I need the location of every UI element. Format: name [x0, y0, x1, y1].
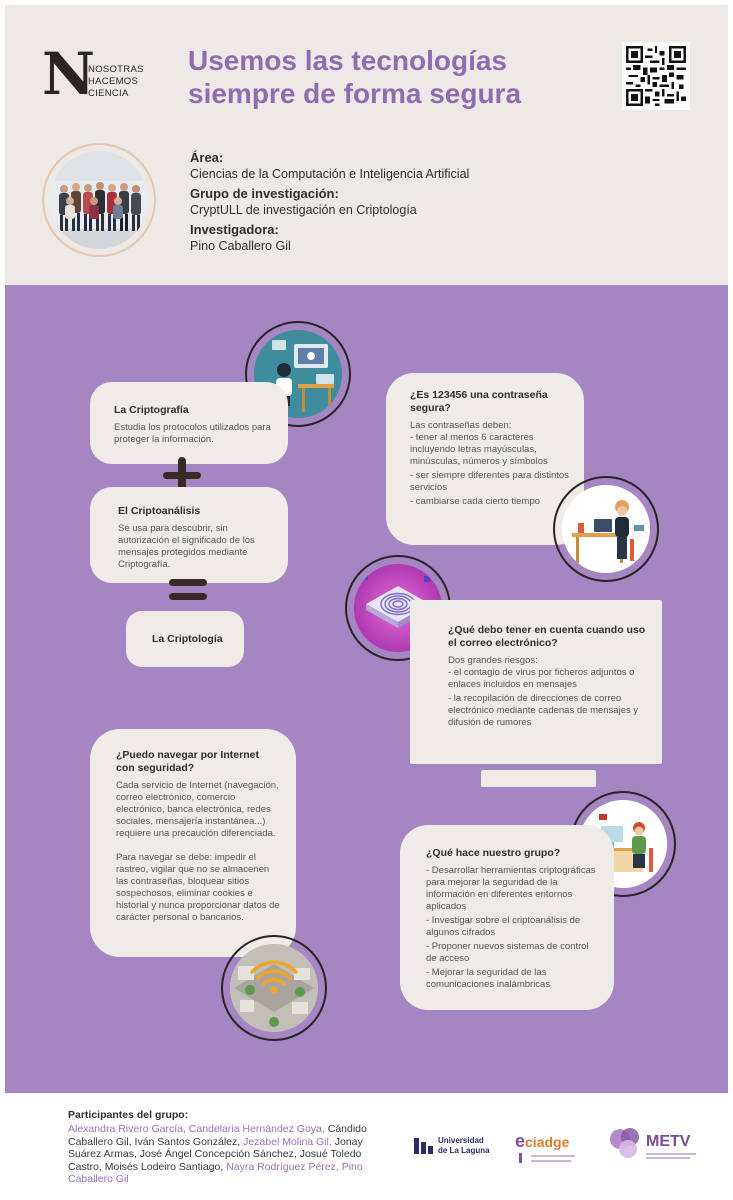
participants-text-2: Jonay Suárez Armas, José Ángel Concepció… — [68, 1135, 363, 1173]
criptografia-text: Estudia los protocolos utilizados para p… — [114, 422, 271, 445]
card-internet: ¿Puedo navegar por Internet con segurida… — [90, 729, 296, 957]
card-criptologia: La Criptología — [126, 611, 244, 667]
researcher-label: Investigadora: — [190, 222, 279, 237]
metv-logo-icon — [610, 1128, 639, 1158]
criptoanalisis-text: Se usa para descubrir, sin autorización … — [118, 523, 255, 570]
area-value: Ciencias de la Computación e Inteligenci… — [190, 167, 470, 181]
researcher-value: Pino Caballero Gil — [190, 239, 291, 253]
group-item-1: - Desarrollar herramientas criptográfica… — [426, 865, 596, 912]
group-photo-frame — [42, 143, 156, 257]
participants-highlight-2: Jezabel Molina Gil, — [243, 1135, 332, 1148]
metv-logo: METV — [608, 1125, 708, 1165]
group-label: Grupo de investigación: — [190, 186, 339, 201]
title-line1: Usemos las tecnologías — [188, 45, 508, 76]
brand-line1: NOSOTRAS — [88, 64, 144, 75]
project-info: Área: Ciencias de la Computación e Intel… — [190, 150, 610, 258]
criptografia-title: La Criptografía — [114, 404, 189, 416]
title-line2: siempre de forma segura — [188, 78, 522, 109]
email-intro: Dos grandes riesgos: — [448, 655, 538, 666]
participants-highlight-3: Nayra Rodríguez Pérez, Pino Caballero Gi… — [68, 1160, 363, 1186]
ull-logo-line1: Universidad — [438, 1136, 484, 1145]
ciadge-logo-e: e — [515, 1131, 526, 1151]
card-criptoanalisis: El Criptoanálisis Se usa para descubrir,… — [90, 487, 288, 583]
email-item-1: - el contagio de virus por ficheros adju… — [448, 667, 635, 690]
group-item-3: - Proponer nuevos sistemas de control de… — [426, 941, 589, 964]
metv-logo-text: METV — [646, 1133, 691, 1150]
equals-icon — [169, 579, 207, 586]
brand-logo: N NOSOTRAS HACEMOS CIENCIA — [42, 45, 172, 105]
ciadge-logo-subline — [531, 1155, 575, 1157]
email-list: - el contagio de virus por ficheros adju… — [448, 667, 648, 729]
metv-logo-subline-2 — [646, 1157, 690, 1159]
group-card-title: ¿Qué hace nuestro grupo? — [426, 847, 561, 859]
group-item-4: - Mejorar la seguridad de las comunicaci… — [426, 967, 551, 990]
wifi-city-icon — [230, 944, 318, 1032]
ull-logo-line2: de La Laguna — [438, 1146, 490, 1155]
card-criptografia: La Criptografía Estudia los protocolos u… — [90, 382, 288, 464]
illustration-ring-computer — [245, 321, 351, 427]
ciadge-logo: eciadge — [515, 1131, 575, 1163]
internet-p1: Cada servicio de Internet (navegación, c… — [116, 780, 279, 839]
illustration-ring-desk — [553, 476, 659, 582]
participants-text-1: Cándido Caballero Gil, Iván Santos Gonzá… — [68, 1123, 367, 1148]
criptologia-title: La Criptología — [152, 633, 223, 645]
password-item-3: - cambiarse cada cierto tiempo — [410, 496, 540, 507]
participants-label: Participantes del grupo: — [68, 1109, 189, 1121]
brand-letter: N — [42, 40, 96, 108]
area-label: Área: — [190, 150, 224, 165]
equals-icon-bottom — [169, 593, 207, 600]
password-title: ¿Es 123456 una contraseña segura? — [410, 389, 548, 414]
woman-desk-icon — [562, 485, 650, 573]
qr-code-icon[interactable] — [622, 42, 690, 110]
ull-logo-icon — [414, 1138, 433, 1154]
card-password: ¿Es 123456 una contraseña segura? Las co… — [386, 373, 584, 545]
participants-highlight-1: Alexandra Rivero García, Candelaria Hern… — [68, 1123, 325, 1135]
ciadge-logo-text: ciadge — [525, 1134, 570, 1150]
metv-logo-subline — [646, 1153, 696, 1155]
illustration-ring-wifi — [221, 935, 327, 1041]
criptoanalisis-title: El Criptoanálisis — [118, 505, 201, 517]
password-item-1: - tener al menos 6 caracteres incluyendo… — [410, 432, 548, 467]
password-intro: Las contraseñas deben: — [410, 420, 512, 431]
group-value: CryptULL de investigación en Criptología — [190, 203, 417, 217]
internet-p2: Para navegar se debe: impedir el rastreo… — [116, 852, 280, 923]
plus-icon-vertical — [178, 457, 186, 494]
email-title: ¿Qué debo tener en cuenta cuando uso el … — [448, 624, 646, 649]
brand-line2: HACEMOS — [88, 76, 139, 87]
page-title: Usemos las tecnologías siempre de forma … — [188, 44, 588, 110]
group-item-2: - Investigar sobre el criptoanálisis de … — [426, 915, 581, 938]
password-list: - tener al menos 6 caracteres incluyendo… — [410, 432, 570, 508]
email-item-2: - la recopilación de direcciones de corr… — [448, 693, 639, 728]
brand-words: NOSOTRAS HACEMOS CIENCIA — [88, 64, 144, 100]
monitor-stand — [481, 770, 596, 787]
internet-title: ¿Puedo navegar por Internet con segurida… — [116, 749, 259, 774]
ciadge-logo-mark — [519, 1153, 522, 1163]
card-email: ¿Qué debo tener en cuenta cuando uso el … — [410, 600, 662, 764]
group-photo — [50, 151, 148, 249]
card-group: ¿Qué hace nuestro grupo? - Desarrollar h… — [400, 825, 614, 1010]
participants-list: Alexandra Rivero García, Candelaria Hern… — [68, 1123, 388, 1186]
brand-line3: CIENCIA — [88, 88, 129, 99]
password-item-2: - ser siempre diferentes para distintos … — [410, 470, 569, 493]
ciadge-logo-subline-2 — [531, 1160, 571, 1162]
group-list: - Desarrollar herramientas criptográfica… — [426, 865, 600, 991]
